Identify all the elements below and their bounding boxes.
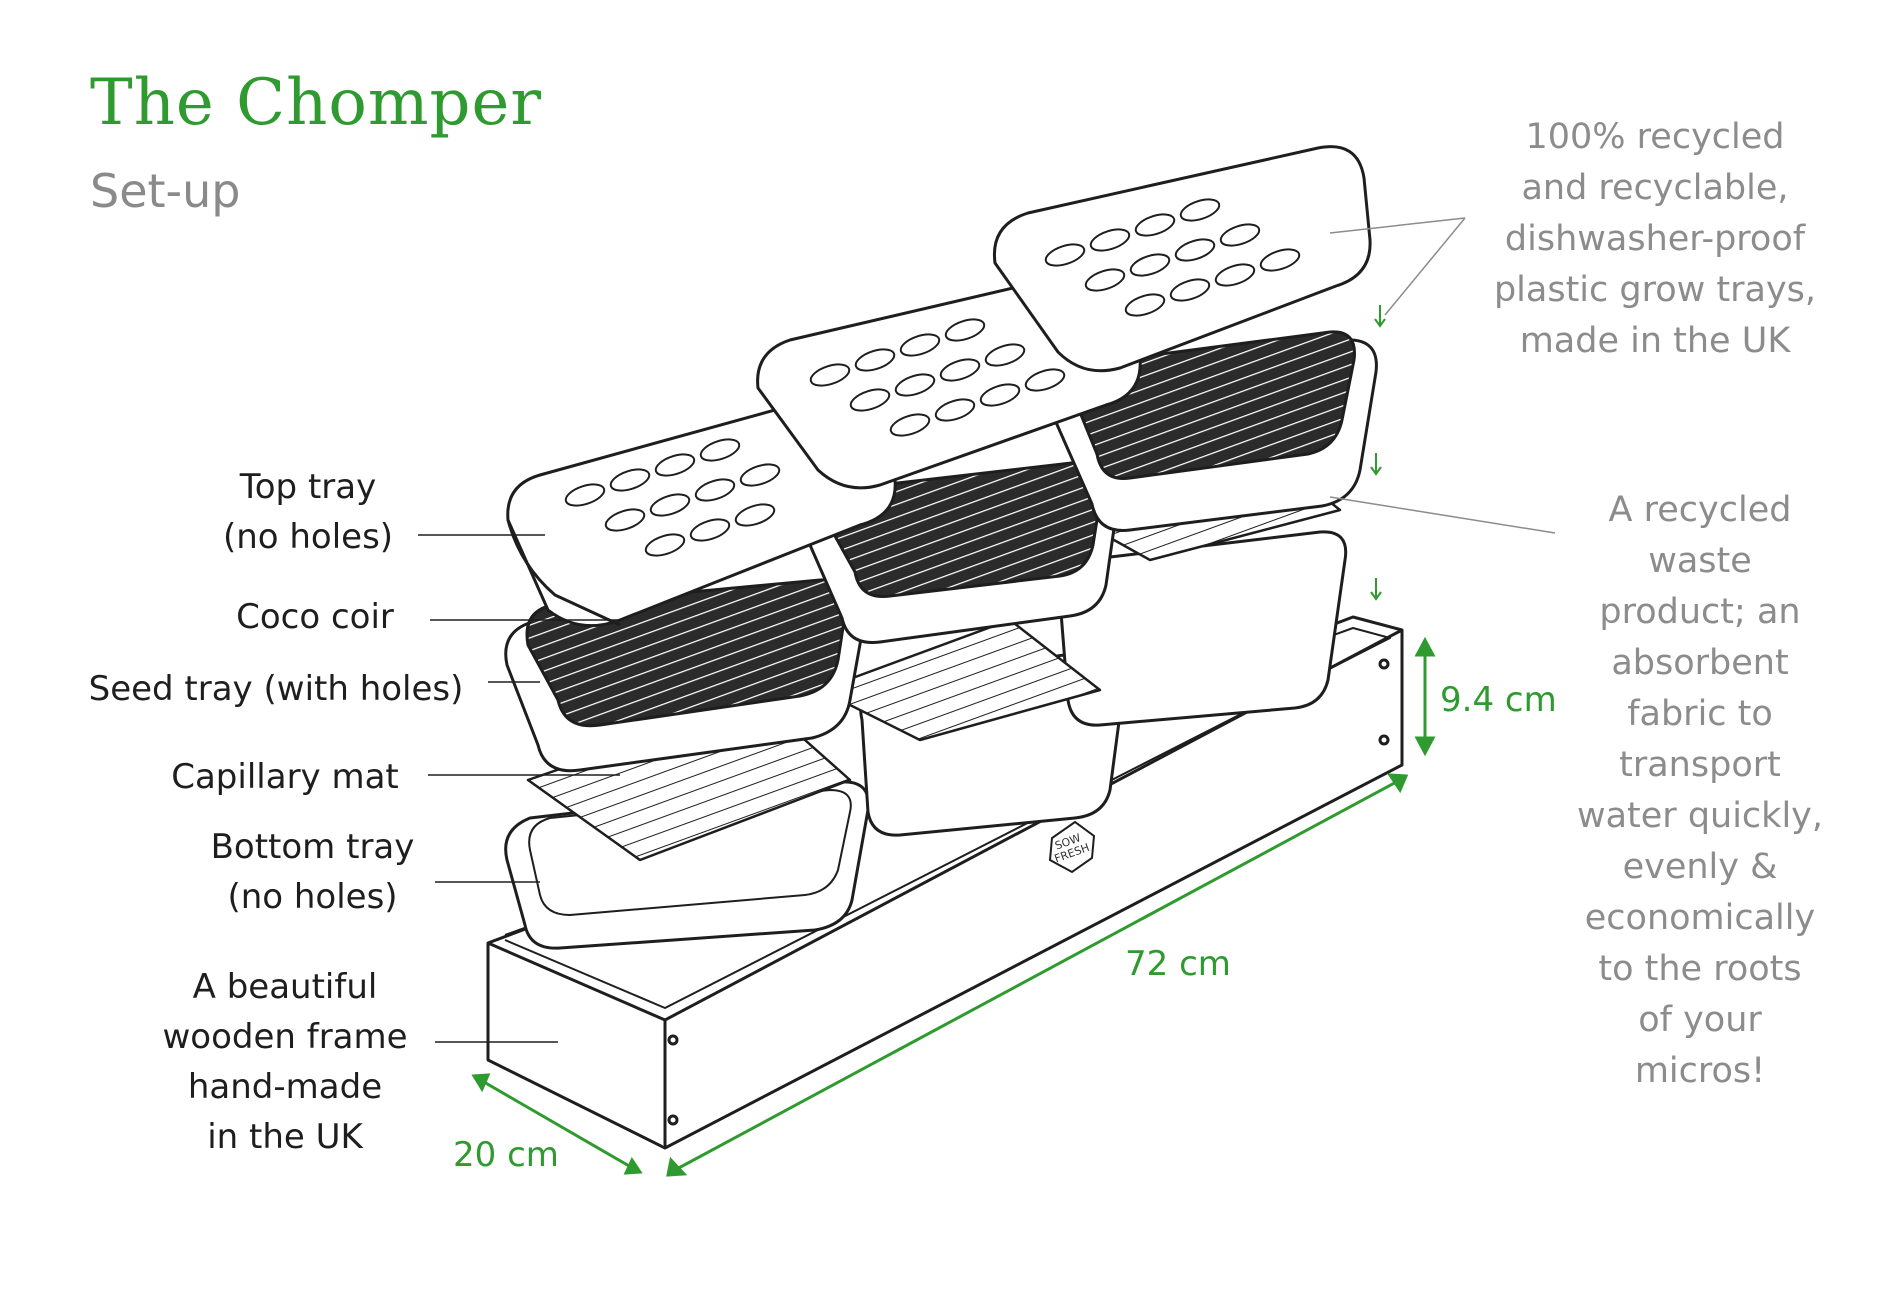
top-trays xyxy=(506,145,1372,628)
label-frame-line-3: hand-made xyxy=(187,1067,383,1107)
note-plastic-line-2: and recyclable, xyxy=(1521,168,1789,208)
label-bottom-tray: Bottom tray (no holes) xyxy=(190,822,435,922)
note-mat-line-6: transport xyxy=(1619,745,1781,785)
dimension-height: 9.4 cm xyxy=(1440,680,1557,720)
label-top-tray-line-1: Top tray xyxy=(239,467,377,507)
label-seed-tray: Seed tray (with holes) xyxy=(88,669,464,709)
dimension-arrows xyxy=(471,636,1436,1177)
note-mat-line-3: product; an xyxy=(1599,592,1801,632)
note-mat-line-2: waste xyxy=(1648,541,1752,581)
note-mat-line-8: evenly & xyxy=(1622,847,1778,887)
label-bottom-tray-line-2: (no holes) xyxy=(227,877,398,917)
note-capillary-mat: A recycled waste product; an absorbent f… xyxy=(1530,485,1870,1097)
note-plastic-line-1: 100% recycled xyxy=(1525,117,1785,157)
label-top-tray-line-2: (no holes) xyxy=(222,517,394,557)
note-mat-line-1: A recycled xyxy=(1608,490,1792,530)
note-mat-line-9: economically xyxy=(1584,898,1816,938)
leader-lines xyxy=(418,534,620,1043)
label-frame-line-2: wooden frame xyxy=(162,1017,408,1057)
note-mat-line-12: micros! xyxy=(1634,1051,1766,1091)
label-frame: A beautiful wooden frame hand-made in th… xyxy=(140,962,430,1162)
page-subtitle: Set-up xyxy=(90,164,241,218)
note-mat-line-4: absorbent xyxy=(1611,643,1789,683)
seed-trays xyxy=(504,330,1378,773)
note-mat-line-7: water quickly, xyxy=(1576,796,1824,836)
note-mat-line-5: fabric to xyxy=(1627,694,1773,734)
dimension-length: 72 cm xyxy=(1125,944,1231,984)
note-plastic-trays: 100% recycled and recyclable, dishwasher… xyxy=(1455,112,1855,367)
label-coco-coir: Coco coir xyxy=(236,597,394,637)
brand-logo xyxy=(1048,820,1096,874)
down-arrows xyxy=(1370,305,1386,601)
note-mat-line-11: of your xyxy=(1638,1000,1762,1040)
label-capillary-mat: Capillary mat xyxy=(171,757,399,797)
note-plastic-line-3: dishwasher-proof xyxy=(1504,219,1806,259)
label-frame-line-1: A beautiful xyxy=(192,967,378,1007)
dimension-width: 20 cm xyxy=(453,1135,559,1175)
note-plastic-line-4: plastic grow trays, xyxy=(1493,270,1817,310)
page-title: The Chomper xyxy=(90,66,542,140)
note-plastic-line-5: made in the UK xyxy=(1519,321,1791,361)
label-frame-line-4: in the UK xyxy=(207,1117,363,1157)
note-mat-line-10: to the roots xyxy=(1598,949,1802,989)
note-leader-lines xyxy=(1329,217,1556,534)
label-top-tray: Top tray (no holes) xyxy=(198,462,418,562)
label-bottom-tray-line-1: Bottom tray xyxy=(210,827,415,867)
